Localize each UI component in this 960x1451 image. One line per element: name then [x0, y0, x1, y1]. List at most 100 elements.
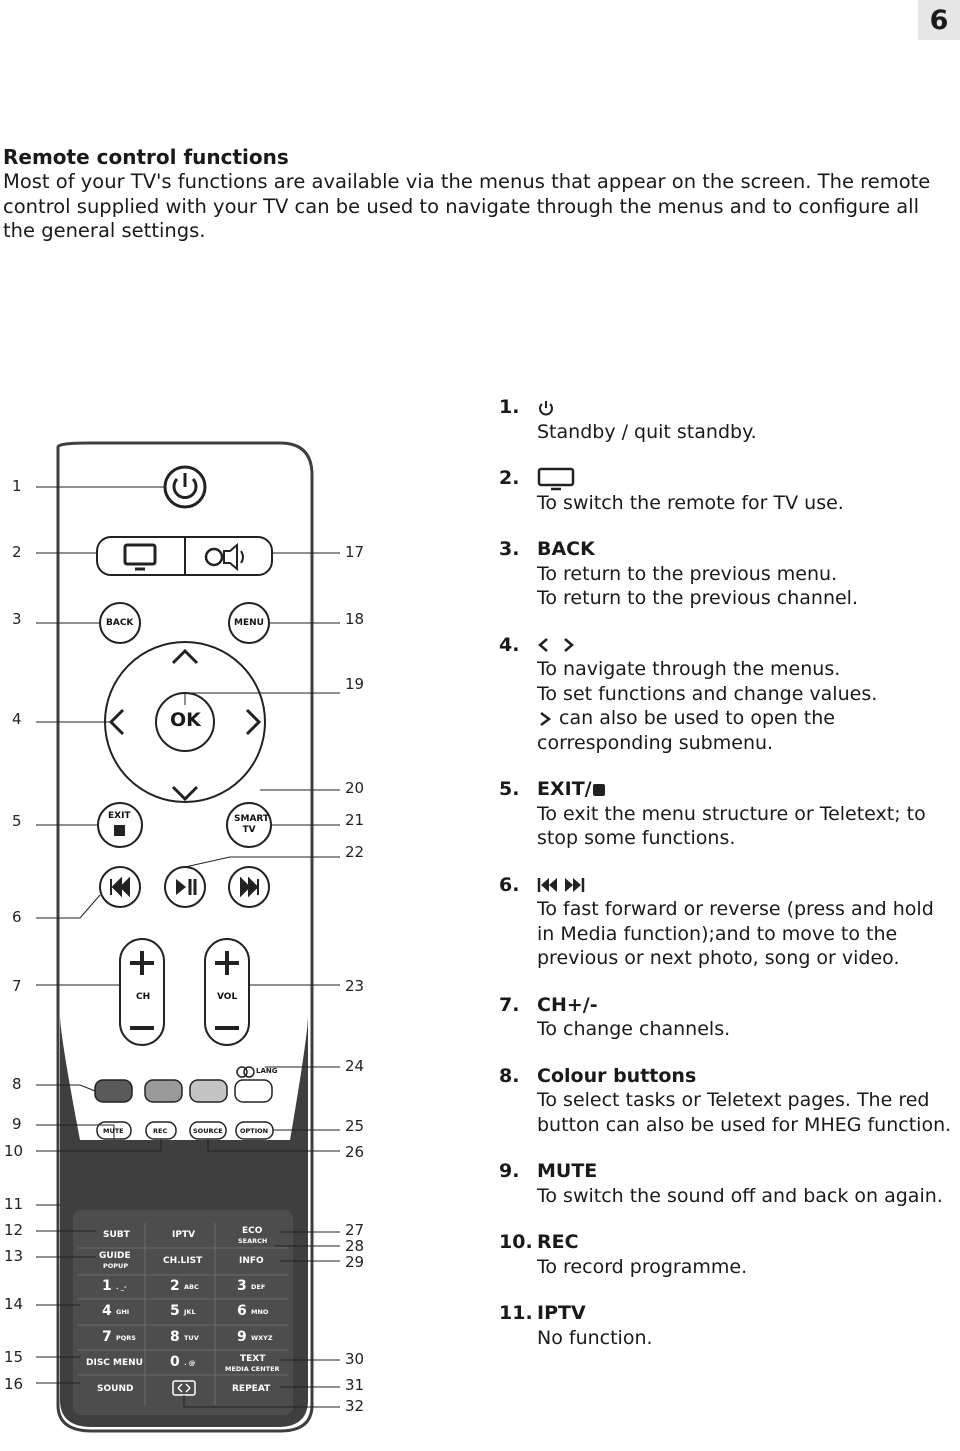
function-desc: To fast forward or reverse (press and ho… [537, 898, 934, 969]
ok-label: OK [170, 709, 201, 731]
function-item-9: 9. MUTE To switch the sound off and back… [499, 1159, 954, 1208]
function-title: CH+/- [537, 993, 598, 1016]
callout-7: 7 [12, 977, 22, 995]
callout-1: 1 [12, 477, 22, 495]
option-label: OPTION [240, 1127, 269, 1135]
callout-23: 23 [345, 977, 365, 995]
eco-label: ECO [242, 1226, 263, 1236]
callout-30: 30 [345, 1350, 365, 1368]
function-desc: To select tasks or Teletext pages. The r… [537, 1089, 952, 1136]
callout-32: 32 [345, 1397, 365, 1415]
function-number: 10. [499, 1231, 533, 1253]
guide-label: GUIDE [99, 1251, 131, 1261]
function-number: 6. [499, 873, 520, 896]
functions-list: 1. Standby / quit standby. 2. To switch … [499, 395, 954, 1350]
function-item-8: 8. Colour buttons To select tasks or Tel… [499, 1064, 954, 1138]
key-1-sub: . _- [116, 1283, 127, 1291]
key-7-sub: PQRS [116, 1334, 136, 1342]
left-right-arrows-icon [537, 633, 954, 658]
function-number: 7. [499, 993, 520, 1016]
ch-label: CH [136, 992, 151, 1002]
function-title: MUTE [537, 1160, 598, 1182]
function-desc-line-2: To set functions and change values. [537, 682, 878, 705]
callout-14: 14 [4, 1295, 24, 1313]
callout-5: 5 [12, 812, 22, 830]
function-item-11: 11. IPTV No function. [499, 1301, 954, 1350]
callout-21: 21 [345, 811, 365, 829]
section-title: Remote control functions [3, 145, 289, 169]
function-item-5: 5. EXIT/ To exit the menu structure or T… [499, 777, 954, 851]
callout-6: 6 [12, 908, 22, 926]
callout-10: 10 [4, 1142, 24, 1160]
power-icon [537, 395, 954, 420]
iptv-label: IPTV [172, 1230, 196, 1240]
vol-label: VOL [217, 992, 238, 1002]
function-number: 11. [499, 1302, 533, 1324]
callout-29: 29 [345, 1253, 365, 1271]
key-1: 1 [102, 1278, 112, 1294]
callout-27: 27 [345, 1221, 365, 1239]
key-6: 6 [237, 1303, 247, 1319]
key-3-sub: DEF [251, 1283, 266, 1291]
function-desc: Standby / quit standby. [537, 420, 757, 443]
subt-label: SUBT [103, 1230, 130, 1240]
function-number: 4. [499, 633, 520, 656]
function-desc: To exit the menu structure or Teletext; … [537, 802, 926, 850]
function-number: 5. [499, 778, 520, 800]
function-number: 2. [499, 467, 520, 489]
key-2-sub: ABC [184, 1283, 199, 1291]
callout-3: 3 [12, 610, 22, 628]
function-desc: To return to the previous menu. To retur… [537, 562, 859, 610]
function-desc: To record programme. [537, 1255, 748, 1278]
key-9-sub: WXYZ [251, 1334, 273, 1342]
info-label: INFO [239, 1256, 264, 1266]
callout-12: 12 [4, 1221, 24, 1239]
function-item-7: 7. CH+/- To change channels. [499, 993, 954, 1042]
key-4: 4 [102, 1303, 112, 1319]
remote-drawing [36, 441, 340, 1433]
callout-8: 8 [12, 1075, 22, 1093]
function-item-6: 6. To fast forward or reverse (press and… [499, 873, 954, 971]
back-label: BACK [106, 618, 134, 628]
eco-search-label: SEARCH [238, 1237, 268, 1245]
exit-label: EXIT [108, 811, 131, 821]
key-5: 5 [170, 1303, 180, 1319]
menu-label: MENU [234, 618, 264, 628]
chlist-label: CH.LIST [163, 1256, 203, 1266]
stop-icon [592, 778, 606, 800]
function-title-row: EXIT/ [537, 777, 954, 802]
guide-popup-label: POPUP [103, 1262, 129, 1270]
remote-control-illustration: 1 2 3 4 5 6 7 8 9 10 11 12 13 14 15 16 1… [0, 395, 490, 1451]
function-item-3: 3. BACK To return to the previous menu. … [499, 537, 954, 611]
function-desc-line-1: To navigate through the menus. [537, 658, 841, 680]
repeat-label: REPEAT [232, 1384, 271, 1394]
function-item-10: 10. REC To record programme. [499, 1230, 954, 1279]
intro-paragraph: Most of your TV's functions are availabl… [3, 170, 931, 242]
function-desc: No function. [537, 1326, 653, 1349]
key-7: 7 [102, 1329, 112, 1345]
text-label: TEXT [240, 1354, 266, 1364]
function-item-1: 1. Standby / quit standby. [499, 395, 954, 444]
key-0-sub: . @ [184, 1359, 196, 1367]
callout-17: 17 [345, 543, 365, 561]
callout-11: 11 [4, 1195, 24, 1213]
lang-label: LANG [256, 1067, 278, 1075]
source-label: SOURCE [193, 1127, 223, 1135]
function-desc: To switch the remote for TV use. [537, 491, 844, 514]
function-number: 8. [499, 1064, 520, 1087]
key-2: 2 [170, 1278, 180, 1294]
function-title: EXIT/ [537, 778, 592, 800]
callout-19: 19 [345, 675, 365, 693]
callout-15: 15 [4, 1348, 24, 1366]
rec-label: REC [153, 1127, 168, 1135]
callout-25: 25 [345, 1117, 365, 1135]
function-title: Colour buttons [537, 1064, 697, 1087]
callout-2: 2 [12, 543, 22, 561]
function-item-4: 4. To navigate through the menus. To set… [499, 633, 954, 756]
key-6-sub: MNO [251, 1308, 269, 1316]
key-9: 9 [237, 1329, 247, 1345]
callout-31: 31 [345, 1376, 365, 1394]
callout-28: 28 [345, 1237, 365, 1255]
function-desc-extra: can also be used to open the correspondi… [537, 707, 835, 754]
tv-icon [537, 466, 954, 491]
